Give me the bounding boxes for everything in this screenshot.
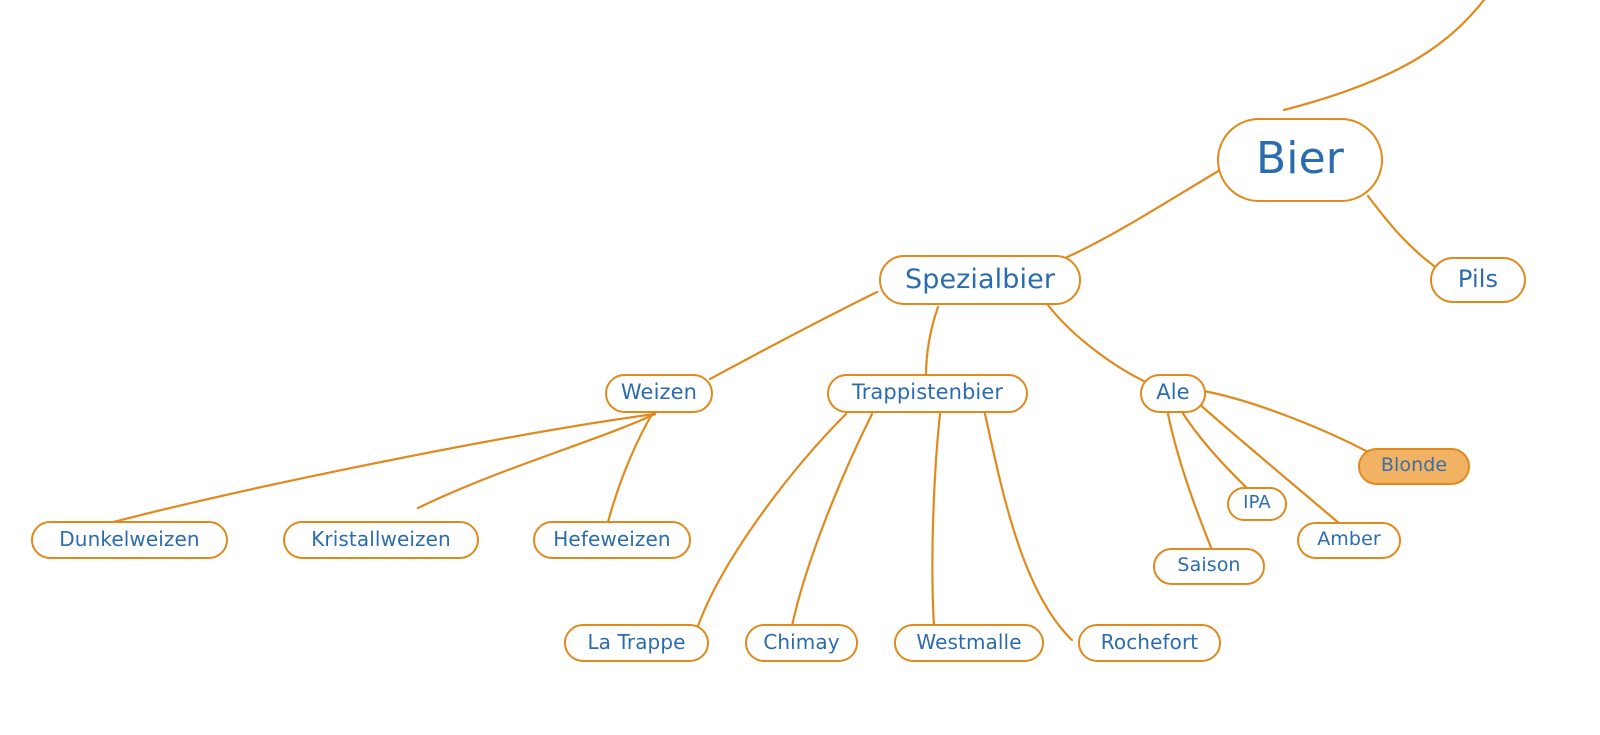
node-amber[interactable]: Amber bbox=[1297, 522, 1401, 559]
node-spezialbier[interactable]: Spezialbier bbox=[879, 255, 1081, 305]
edge-trappistenbier-to-rochefort bbox=[983, 412, 1074, 642]
node-label-amber: Amber bbox=[1317, 528, 1381, 550]
node-rochefort[interactable]: Rochefort bbox=[1078, 624, 1221, 662]
edge-spezialbier-to-ale bbox=[1046, 303, 1148, 384]
node-label-blonde: Blonde bbox=[1380, 454, 1448, 476]
node-label-dunkelweizen: Dunkelweizen bbox=[59, 527, 200, 551]
edge-ale-to-ipa bbox=[1180, 410, 1251, 492]
node-dunkelweizen[interactable]: Dunkelweizen bbox=[31, 521, 228, 559]
edge-offscreen-top-to-bier bbox=[1282, 0, 1486, 112]
node-latrappe[interactable]: La Trappe bbox=[564, 624, 709, 662]
node-kristallweizen[interactable]: Kristallweizen bbox=[283, 521, 479, 559]
edge-bier-to-spezialbier bbox=[1063, 168, 1222, 260]
node-weizen[interactable]: Weizen bbox=[605, 374, 713, 413]
node-blonde[interactable]: Blonde bbox=[1358, 448, 1470, 485]
edge-weizen-to-dunkelweizen bbox=[104, 412, 657, 526]
node-bier[interactable]: Bier bbox=[1217, 118, 1383, 202]
node-ale[interactable]: Ale bbox=[1140, 374, 1206, 413]
node-label-latrappe: La Trappe bbox=[587, 630, 686, 654]
edge-weizen-to-hefeweizen bbox=[606, 412, 654, 524]
node-label-trappistenbier: Trappistenbier bbox=[851, 380, 1004, 404]
node-label-chimay: Chimay bbox=[763, 630, 840, 654]
node-hefeweizen[interactable]: Hefeweizen bbox=[533, 521, 691, 559]
node-label-kristallweizen: Kristallweizen bbox=[311, 527, 451, 551]
node-label-pils: Pils bbox=[1457, 265, 1499, 293]
node-label-ale: Ale bbox=[1156, 380, 1190, 404]
edge-spezialbier-to-weizen bbox=[708, 290, 879, 381]
node-label-hefeweizen: Hefeweizen bbox=[553, 527, 671, 551]
node-pils[interactable]: Pils bbox=[1430, 257, 1526, 303]
edge-ale-to-saison bbox=[1166, 412, 1214, 552]
node-label-bier: Bier bbox=[1256, 133, 1344, 184]
node-trappistenbier[interactable]: Trappistenbier bbox=[827, 374, 1028, 413]
node-saison[interactable]: Saison bbox=[1153, 548, 1265, 585]
node-label-weizen: Weizen bbox=[620, 380, 698, 404]
edge-trappistenbier-to-chimay bbox=[790, 412, 874, 628]
edge-ale-to-blonde bbox=[1202, 389, 1370, 454]
edge-weizen-to-kristallweizen bbox=[416, 412, 657, 510]
node-label-westmalle: Westmalle bbox=[916, 630, 1022, 654]
edge-trappistenbier-to-westmalle bbox=[931, 412, 942, 628]
edge-trappistenbier-to-latrappe bbox=[696, 412, 848, 628]
node-label-saison: Saison bbox=[1177, 554, 1241, 576]
edge-spezialbier-to-trappistenbier bbox=[924, 305, 940, 378]
node-label-spezialbier: Spezialbier bbox=[904, 263, 1056, 295]
node-ipa[interactable]: IPA bbox=[1227, 487, 1287, 521]
node-westmalle[interactable]: Westmalle bbox=[894, 624, 1044, 662]
edge-bier-to-pils bbox=[1366, 194, 1436, 268]
node-label-rochefort: Rochefort bbox=[1100, 630, 1199, 654]
node-chimay[interactable]: Chimay bbox=[745, 624, 858, 662]
node-label-ipa: IPA bbox=[1243, 492, 1271, 513]
